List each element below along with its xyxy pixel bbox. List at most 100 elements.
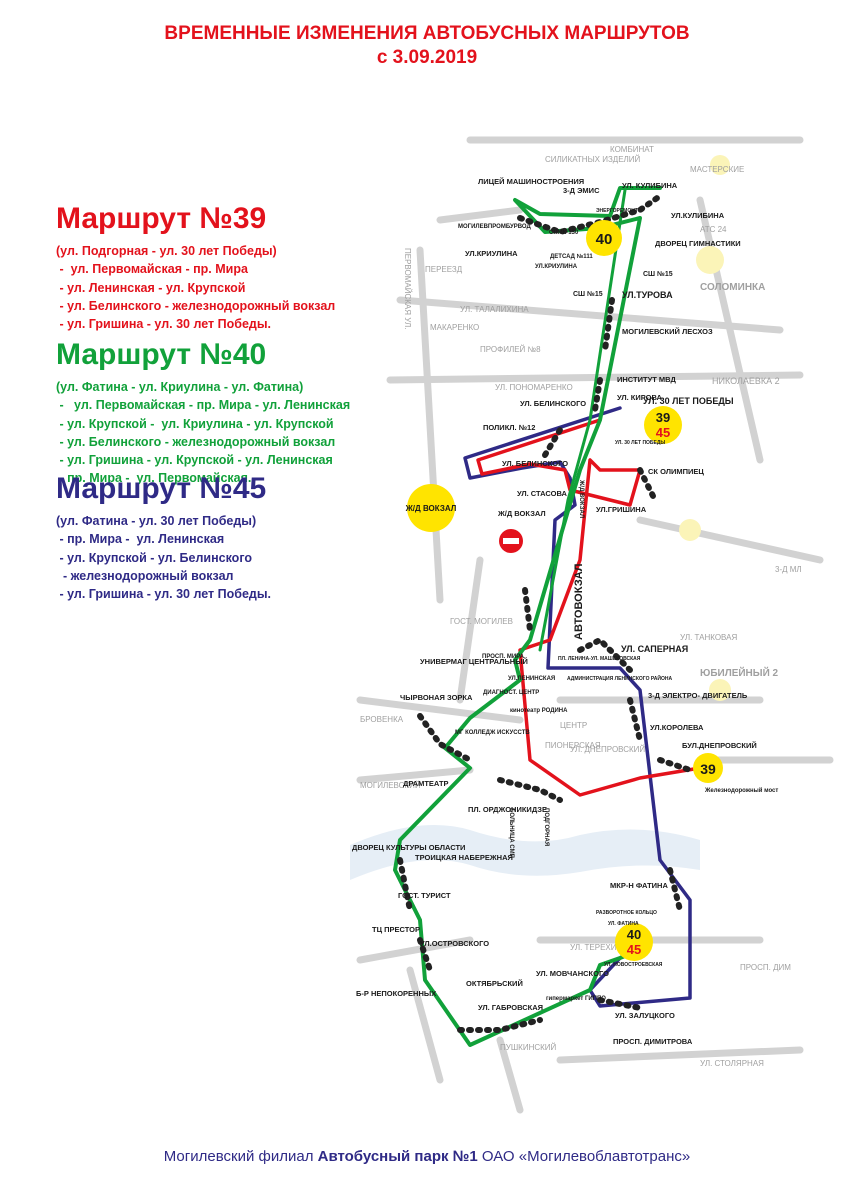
map-label: ПЛ. ОРДЖОНИКИДЗЕ bbox=[468, 805, 547, 814]
badge-39-text: 39 bbox=[656, 410, 670, 425]
stop-segment bbox=[397, 857, 413, 913]
map-background-text: ПИОНЕРСКАЯ bbox=[545, 741, 601, 750]
stop-segment bbox=[577, 636, 633, 673]
map-label: МОГИЛЕВПРОМБУРВОД bbox=[458, 224, 531, 230]
road bbox=[556, 1046, 804, 1064]
badge-railway-station bbox=[407, 484, 455, 532]
map-label: Ж/Д ВОКЗАЛ bbox=[497, 509, 546, 518]
map-label: 3-Д ЭМИС bbox=[563, 186, 600, 195]
route-39-line: - ул. Ленинская - ул. Крупской bbox=[56, 280, 246, 295]
map-label: БУЛ.ДНЕПРОВСКИЙ bbox=[682, 741, 757, 750]
map-background-text: УЛ. СТОЛЯРНАЯ bbox=[700, 1059, 764, 1068]
map-label: СШ №15 bbox=[573, 290, 603, 298]
route-40-line: - ул. Крупской - ул. Криулина - ул. Круп… bbox=[56, 416, 334, 431]
map-label: ДИАГНОСТ. ЦЕНТР bbox=[483, 690, 539, 696]
badge-39-45-north bbox=[644, 406, 682, 444]
map-label: МГ КОЛЛЕДЖ ИСКУССТВ bbox=[455, 730, 530, 736]
route-40-line: (ул. Фатина - ул. Криулина - ул. Фатина) bbox=[56, 380, 304, 394]
road bbox=[696, 196, 764, 464]
route-45-line bbox=[463, 406, 692, 1008]
map-label: УЛ. КУЛИБИНА bbox=[622, 181, 678, 190]
map-background-text: БРОВЕНКА bbox=[360, 715, 404, 724]
map-label: РАЗВОРОТНОЕ КОЛЬЦО bbox=[596, 910, 657, 916]
map-background-text: ПУШКИНСКИЙ bbox=[500, 1043, 557, 1052]
map-labels: ЛИЦЕЙ МАШИНОСТРОЕНИЯ 3-Д ЭМИС УЛ. КУЛИБИ… bbox=[352, 177, 778, 1046]
map-label: УНИВЕРМАГ ЦЕНТРАЛЬНЫЙ bbox=[420, 657, 528, 666]
route-40-line: - ул. Гришина - ул. Крупской - ул. Ленин… bbox=[56, 453, 333, 468]
badge-40-south-text: 40 bbox=[627, 927, 641, 942]
road bbox=[356, 936, 474, 964]
badges: 40 39 45 Ж/Д ВОКЗАЛ 39 40 45 bbox=[405, 220, 723, 961]
map-background-text: ПЕРВОМАЙСКАЯ УЛ. bbox=[403, 248, 412, 330]
map-background-text: 3-Д МЛ bbox=[775, 565, 802, 574]
map-background-text: УЛ. ТАНКОВАЯ bbox=[680, 633, 737, 642]
map-background-text: МАКАРЕНКО bbox=[430, 323, 479, 332]
map-label: ДВОРЕЦ КУЛЬТУРЫ ОБЛАСТИ bbox=[352, 843, 465, 852]
map-background-text: АТС 24 bbox=[700, 225, 727, 234]
map-label: УЛ.ТУРОВА bbox=[622, 290, 673, 300]
route-40-line: - пр. Мира - ул. Первомайская. bbox=[56, 471, 252, 486]
map-label: УЛ. ЗАЛУЦКОГО bbox=[615, 1011, 675, 1020]
road bbox=[436, 206, 524, 224]
route-40-line: - ул. Первомайская - пр. Мира - ул. Лени… bbox=[56, 398, 351, 413]
page-title: ВРЕМЕННЫЕ ИЗМЕНЕНИЯ АВТОБУСНЫХ МАРШРУТОВ bbox=[164, 23, 690, 44]
stop-segment bbox=[542, 427, 563, 458]
stop-segment bbox=[522, 587, 533, 633]
map-label: УЛ. КИРОВА bbox=[617, 393, 663, 402]
map-label: УЛ.ОСТРОВСКОГО bbox=[420, 939, 489, 948]
map-label: ЛИЦЕЙ МАШИНОСТРОЕНИЯ bbox=[478, 177, 584, 186]
map-background-text: МАСТЕРСКИЕ bbox=[690, 165, 744, 174]
badge-40-45-south bbox=[615, 923, 653, 961]
map-background-text: КОМБИНАТ bbox=[610, 145, 654, 154]
footer-prefix: Могилевский филиал bbox=[163, 1148, 318, 1165]
map-background-text: ПЕРЕЕЗД bbox=[425, 265, 463, 274]
stop-segment bbox=[657, 757, 693, 773]
map-label: Ж/Д ВОКЗАЛ bbox=[578, 479, 584, 518]
map-label: УЛ.КРИУЛИНА bbox=[465, 249, 518, 258]
map-label: УЛ. МОВЧАНСКОГО bbox=[536, 969, 609, 978]
route-39-line: - ул. Гришина - ул. 30 лет Победы. bbox=[56, 317, 272, 332]
map-background-text: УЛ. ТЕРЕХИНА bbox=[570, 943, 628, 952]
stop-segment bbox=[602, 297, 615, 353]
map-label: ПРОСП. МИРА bbox=[482, 654, 525, 660]
route-39-line: (ул. Подгорная - ул. 30 лет Победы) bbox=[56, 244, 277, 258]
map-label: БОЛЬНИЦА СМП bbox=[508, 808, 514, 858]
map-label: ЧЫРВОНАЯ ЗОРКА bbox=[400, 693, 473, 702]
badge-45-text: 45 bbox=[656, 425, 670, 440]
road bbox=[356, 766, 474, 784]
district-marker bbox=[709, 679, 731, 701]
map-background-text: ПРОФИЛЕЙ №8 bbox=[480, 345, 541, 354]
route-39-line bbox=[476, 418, 702, 797]
map-label: ЭНЕРГОРЕМОНТ bbox=[596, 208, 638, 214]
map-background-text: ЦЕНТР bbox=[560, 721, 587, 730]
map-background-text: ПРОСП. ДИМ bbox=[740, 963, 791, 972]
no-entry-sign bbox=[499, 529, 523, 553]
map-label: УЛ.КУЛИБИНА bbox=[671, 211, 725, 220]
route-45-line: - железнодорожный вокзал bbox=[56, 568, 234, 583]
route-45-title: Маршрут №45 bbox=[56, 472, 267, 505]
map-label: ТЦ ПРЕСТОР bbox=[372, 925, 420, 934]
map-label: УЛ. 30 ЛЕТ ПОБЕДЫ bbox=[643, 396, 734, 406]
map-label: УЛ. ФАТИНА bbox=[608, 921, 639, 927]
badge-39-east bbox=[693, 753, 723, 783]
route-45-line: - пр. Мира - ул. Ленинская bbox=[56, 532, 225, 547]
route-45-line: - ул. Крупской - ул. Белинского bbox=[56, 550, 252, 565]
no-entry-bar bbox=[503, 538, 519, 544]
map-label: 3-Д ЭЛЕКТРО- ДВИГАТЕЛЬ bbox=[648, 691, 748, 700]
route-45-line: (ул. Фатина - ул. 30 лет Победы) bbox=[56, 514, 257, 528]
map-background-text: ЮБИЛЕЙНЫЙ 2 bbox=[700, 666, 779, 679]
map-background-text: НИКОЛАЕВКА 2 bbox=[712, 376, 780, 386]
stop-segment bbox=[417, 713, 473, 763]
map-label: ПОЛИКЛ. №12 bbox=[483, 423, 535, 432]
road bbox=[356, 696, 524, 724]
map-label: Б-Р НЕПОКОРЕННЫХ bbox=[356, 989, 436, 998]
stop-segment bbox=[637, 467, 658, 503]
map-label: СК ОЛИМПИЕЦ bbox=[648, 467, 704, 476]
road bbox=[416, 246, 444, 604]
road bbox=[396, 296, 784, 334]
map-label: ПРОСП. ДИМИТРОВА bbox=[613, 1037, 693, 1046]
map-label: УЛ.ГРИШИНА bbox=[596, 505, 647, 514]
map-background-text: УЛ. ПОНОМАРЕНКО bbox=[495, 383, 573, 392]
map-background-text: УЛ. ДНЕПРОВСКИЙ bbox=[570, 745, 645, 754]
map-label: ГОСТ. ТУРИСТ bbox=[398, 891, 451, 900]
